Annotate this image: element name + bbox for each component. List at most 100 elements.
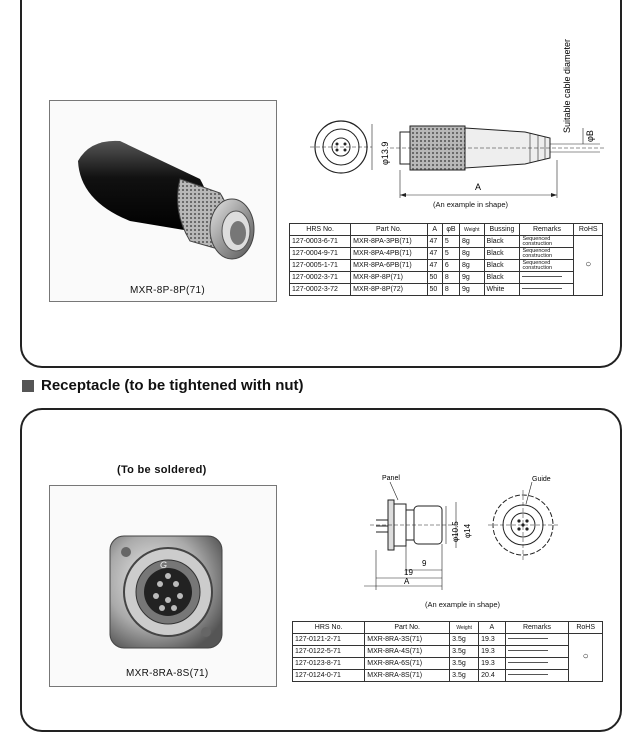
part-no: MXR-8RA-3S(71) (364, 633, 451, 646)
dim-a-value: 47 (426, 235, 443, 248)
remarks-value (504, 645, 570, 658)
col-b: φB (441, 223, 460, 236)
remarks-line-2: construction (522, 264, 553, 271)
rohs-cell: ○ (568, 633, 603, 682)
dim-b-value: 5 (441, 247, 460, 260)
weight-value: 3.5g (449, 645, 480, 658)
dim-a-value: 50 (426, 271, 443, 284)
remarks-dash (507, 638, 548, 640)
receptacle-dim-a: A (404, 577, 410, 586)
bussing-value: Black (483, 235, 521, 248)
hrs-no: 127-0124-0-71 (291, 669, 366, 682)
remarks-value (504, 633, 570, 646)
remarks-dash (507, 662, 548, 664)
receptacle-end-view (488, 481, 558, 560)
col-a: A (478, 621, 506, 634)
receptacle-dim-14: φ14 (463, 523, 472, 538)
receptacle-subtitle: (To be soldered) (117, 464, 207, 476)
weight-value: 9g (458, 271, 485, 284)
remarks-value (504, 657, 570, 670)
dim-b-value: 5 (441, 235, 460, 248)
rohs-circle-icon: ○ (585, 259, 592, 270)
section-title: Receptacle (to be tightened with nut) (22, 377, 304, 394)
hrs-no: 127-0002-3-71 (288, 271, 352, 284)
hrs-no: 127-0123-8-71 (291, 657, 366, 670)
receptacle-side-view (370, 481, 457, 551)
dim-b-value: 8 (441, 271, 460, 284)
table-row: 127-0123-8-71 MXR-8RA-6S(71) 3.5g 19.3 (291, 657, 603, 670)
plug-spec-table: HRS No. Part No. A φB Weight Bussing Rem… (288, 223, 603, 296)
remarks-dash (522, 276, 563, 278)
part-no: MXR-8RA-4S(71) (364, 645, 451, 658)
plug-end-view (310, 120, 372, 174)
hrs-no: 127-0003-6-71 (288, 235, 352, 248)
receptacle-dim-19: 19 (404, 568, 413, 577)
remarks-line-2: construction (522, 240, 553, 247)
receptacle-photo-frame: G (49, 485, 277, 687)
receptacle-drawing: Panel Guide φ10.5 φ14 9 19 A (364, 475, 558, 590)
weight-value: 3.5g (449, 669, 480, 682)
col-weight: Weight (449, 621, 480, 634)
col-part-no: Part No. (364, 621, 451, 634)
hrs-no: 127-0121-2-71 (291, 633, 366, 646)
table-row: 127-0122-5-71 MXR-8RA-4S(71) 3.5g 19.3 (291, 645, 603, 658)
bussing-value: Black (483, 247, 521, 260)
dim-a-value: 19.3 (478, 657, 506, 670)
dim-a-value: 47 (426, 259, 443, 272)
weight-value: 8g (458, 259, 485, 272)
col-hrs-no: HRS No. (291, 621, 366, 634)
weight-value: 3.5g (449, 633, 480, 646)
part-no: MXR-8RA-6S(71) (364, 657, 451, 670)
table-row: 127-0003-6-71 MXR-8PA-3PB(71) 47 5 8g Bl… (288, 235, 603, 296)
receptacle-example-note: (An example in shape) (425, 600, 501, 609)
table-row: 127-0121-2-71 MXR-8RA-3S(71) 3.5g 19.3 ○ (291, 633, 603, 682)
remarks-value (519, 283, 575, 296)
remarks-line-1: Sequenced (522, 235, 551, 242)
part-no: MXR-8PA-4PB(71) (350, 247, 428, 260)
table-row: 127-0002-3-72 MXR-8P-8P(72) 50 8 9g Whit… (288, 283, 603, 296)
receptacle-dim-9: 9 (422, 559, 427, 568)
receptacle-dimension-lines (364, 544, 443, 590)
plug-drawing: φ13.9 A φB Suitable cable diameter (310, 39, 605, 198)
table-row: 127-0004-9-71 MXR-8PA-4PB(71) 47 5 8g Bl… (288, 247, 603, 260)
section-square-icon (22, 379, 34, 392)
plug-example-note: (An example in shape) (433, 200, 509, 209)
remarks-dash (507, 674, 548, 676)
remarks-line-1: Sequenced (522, 259, 551, 266)
receptacle-panel-label: Panel (382, 475, 400, 482)
weight-value: 3.5g (449, 657, 480, 670)
part-no: MXR-8PA-3PB(71) (350, 235, 428, 248)
remarks-dash (522, 288, 563, 290)
part-no: MXR-8PA-6PB(71) (350, 259, 428, 272)
plug-photo-frame (49, 100, 277, 302)
weight-value: 9g (458, 283, 485, 296)
plug-dim-cable: Suitable cable diameter (562, 39, 572, 133)
dim-a-value: 47 (426, 247, 443, 260)
receptacle-photo-letter: G (160, 560, 167, 570)
col-part-no: Part No. (350, 223, 428, 236)
part-no: MXR-8P-8P(71) (350, 271, 428, 284)
hrs-no: 127-0122-5-71 (291, 645, 366, 658)
rohs-circle-icon: ○ (582, 651, 589, 662)
dim-a-value: 19.3 (478, 633, 506, 646)
dim-b-value: 6 (441, 259, 460, 272)
remarks-value (504, 669, 570, 682)
plug-dim-diameter: φ13.9 (380, 142, 390, 165)
hrs-no: 127-0004-9-71 (288, 247, 352, 260)
plug-table-header: HRS No. Part No. A φB Weight Bussing Rem… (288, 223, 603, 236)
part-no: MXR-8P-8P(72) (350, 283, 428, 296)
dim-a-value: 19.3 (478, 645, 506, 658)
receptacle-photo-caption: MXR-8RA-8S(71) (126, 668, 209, 679)
remarks-line-1: Sequenced (522, 247, 551, 254)
part-no: MXR-8RA-8S(71) (364, 669, 451, 682)
col-weight: Weight (458, 223, 485, 236)
receptacle-photo: G (109, 535, 223, 649)
col-hrs-no: HRS No. (288, 223, 352, 236)
table-row: 127-0002-3-71 MXR-8P-8P(71) 50 8 9g Blac… (288, 271, 603, 284)
section-title-text: Receptacle (to be tightened with nut) (41, 377, 304, 394)
plug-photo (78, 140, 255, 260)
receptacle-guide-label: Guide (532, 476, 551, 483)
